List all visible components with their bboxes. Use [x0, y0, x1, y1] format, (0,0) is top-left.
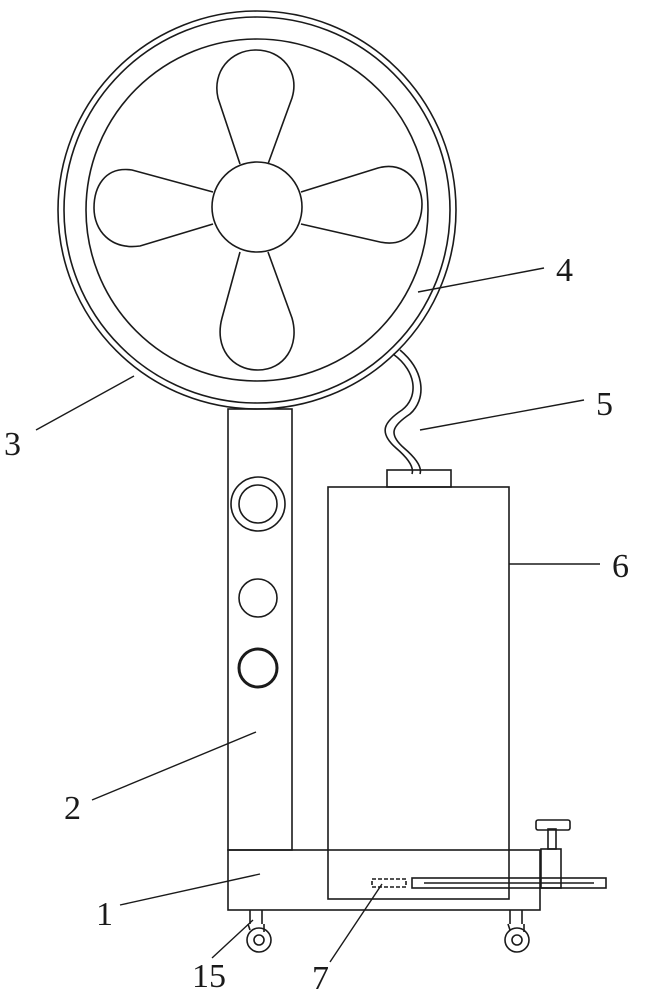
base-body	[227, 849, 541, 911]
callout-base: 1	[96, 896, 113, 933]
fan-housing-outer	[57, 10, 457, 410]
column-button-lower	[237, 647, 279, 689]
caster-left-wheel	[246, 927, 272, 953]
callout-fan-guard-ring: 4	[556, 252, 573, 289]
caster-right-wheel	[504, 927, 530, 953]
clamp-block	[540, 848, 562, 889]
callout-caster: 15	[192, 958, 226, 995]
column-knob-inner	[238, 484, 278, 524]
base	[227, 849, 541, 911]
fan-blade-right	[300, 165, 423, 244]
column-knob-outer	[230, 476, 286, 532]
water-tank	[327, 469, 510, 900]
callout-fan-housing: 3	[4, 426, 21, 463]
slide-rail	[371, 819, 607, 889]
leader-2	[91, 731, 257, 801]
caster-left-axle	[253, 934, 265, 946]
column-body	[227, 408, 293, 851]
callout-column: 2	[64, 790, 81, 827]
leader-lines	[35, 267, 600, 963]
fan-hub	[211, 161, 303, 253]
tank-cap	[386, 469, 452, 488]
callout-hose: 5	[596, 386, 613, 423]
fan-housing-rim	[63, 16, 451, 404]
fan-blade-bottom	[219, 251, 295, 371]
fan-blade-left	[93, 168, 214, 248]
callout-slide-rail: 7	[312, 960, 329, 997]
caster-right-axle	[511, 934, 523, 946]
hose-line-a	[384, 353, 414, 475]
fan-blade-top	[216, 49, 295, 165]
hose-line-b	[393, 349, 422, 475]
leader-1	[119, 873, 261, 906]
slide-slot	[371, 878, 407, 888]
clamp-knob	[535, 819, 571, 831]
rail-plate	[411, 877, 607, 889]
fan-head	[57, 10, 457, 410]
leader-15	[211, 919, 254, 959]
column-button-middle	[238, 578, 278, 618]
leader-7	[329, 883, 383, 963]
fan-guard-ring	[85, 38, 429, 382]
callout-water-tank: 6	[612, 548, 629, 585]
column	[227, 408, 293, 851]
caster-left	[246, 910, 272, 953]
caster-right	[504, 910, 530, 953]
clamp-screw	[547, 828, 557, 850]
leader-4	[417, 267, 545, 293]
tank-body	[327, 486, 510, 900]
hose	[384, 349, 422, 475]
leader-5	[419, 399, 585, 431]
leader-3	[35, 375, 135, 431]
